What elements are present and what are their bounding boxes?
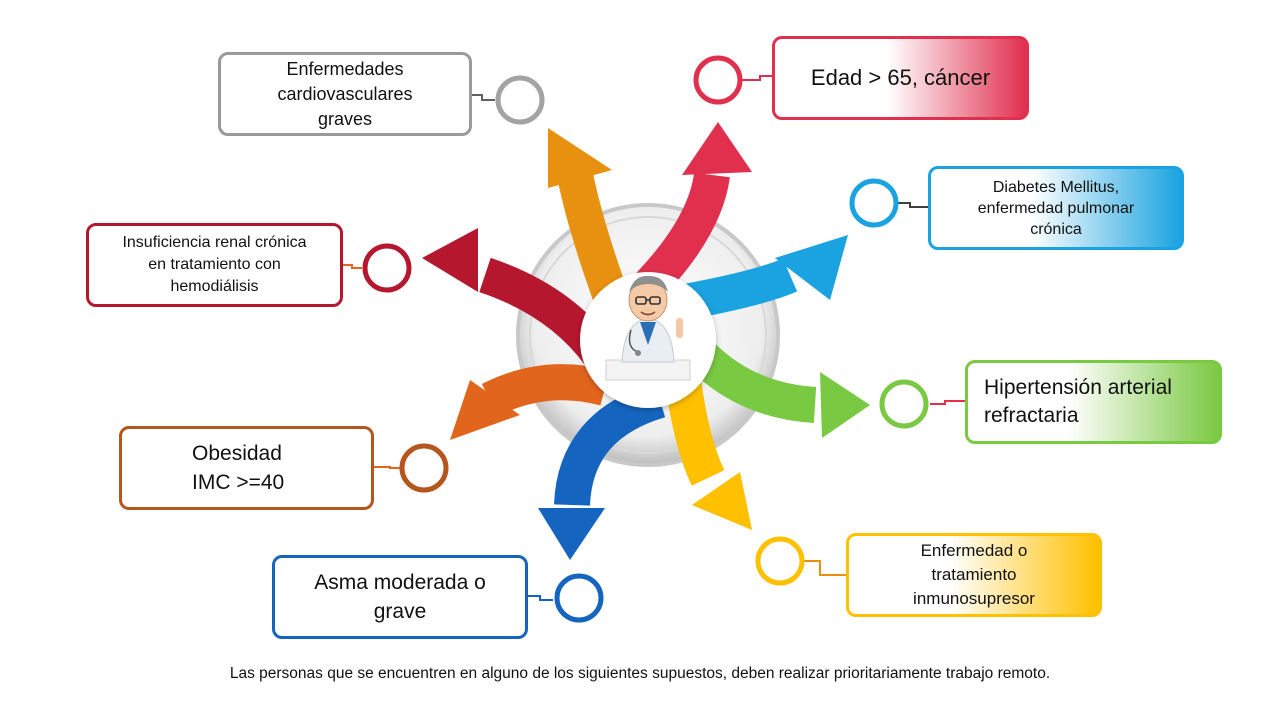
arrow-blue-head: [775, 235, 848, 300]
box-hypertension-text: Hipertensión arterial refractaria: [984, 376, 1172, 427]
ring-marker-gray: [495, 75, 545, 125]
ring-marker-green: [879, 379, 929, 429]
arrow-amber: [557, 171, 629, 307]
box-cardiovascular: Enfermedades cardiovasculares graves: [218, 52, 472, 136]
box-diabetes: Diabetes Mellitus, enfermedad pulmonar c…: [928, 166, 1184, 250]
connectors: [342, 75, 966, 601]
box-age-cancer-text: Edad > 65, cáncer: [810, 65, 991, 90]
box-obesity-text: Obesidad IMC >=40: [192, 442, 285, 494]
box-obesity: Obesidad IMC >=40: [119, 426, 374, 510]
arrow-orange: [481, 364, 610, 417]
box-diabetes-text: Diabetes Mellitus, enfermedad pulmonar c…: [977, 178, 1135, 238]
box-asthma: Asma moderada o grave: [272, 555, 528, 639]
arrow-green-head: [820, 372, 870, 438]
doctor-icon: [605, 275, 691, 381]
box-renal: Insuficiencia renal crónica en tratamien…: [86, 223, 343, 307]
box-asthma-text: Asma moderada o grave: [314, 571, 486, 623]
caption: Las personas que se encuentren en alguno…: [229, 665, 1051, 682]
ring-marker-red: [693, 55, 743, 105]
ring-marker-blue: [849, 178, 899, 228]
center-ring-inner: [529, 216, 767, 454]
box-age-cancer: Edad > 65, cáncer: [772, 36, 1029, 120]
box-renal-text: Insuficiencia renal crónica en tratamien…: [122, 234, 307, 295]
arrow-orange-head: [450, 380, 520, 440]
arrow-dark-blue-head: [538, 508, 605, 560]
box-immunosuppressive: Enfermedad o tratamiento inmunosupresor: [846, 533, 1102, 617]
ring-markers: [362, 55, 929, 623]
arrow-red-head: [682, 122, 752, 175]
ring-marker-orange: [399, 443, 449, 493]
box-immunosuppressive-text: Enfermedad o tratamiento inmunosupresor: [913, 541, 1035, 608]
ring-marker-yellow: [755, 536, 805, 586]
ring-marker-crimson: [362, 243, 412, 293]
arrow-crimson-head: [422, 228, 478, 292]
arrow-yellow-head: [692, 472, 752, 530]
arrow-amber-head: [548, 128, 612, 188]
box-cardiovascular-text: Enfermedades cardiovasculares graves: [277, 58, 413, 129]
ring-marker-dark-blue: [554, 573, 604, 623]
box-hypertension: Hipertensión arterial refractaria: [965, 360, 1222, 444]
